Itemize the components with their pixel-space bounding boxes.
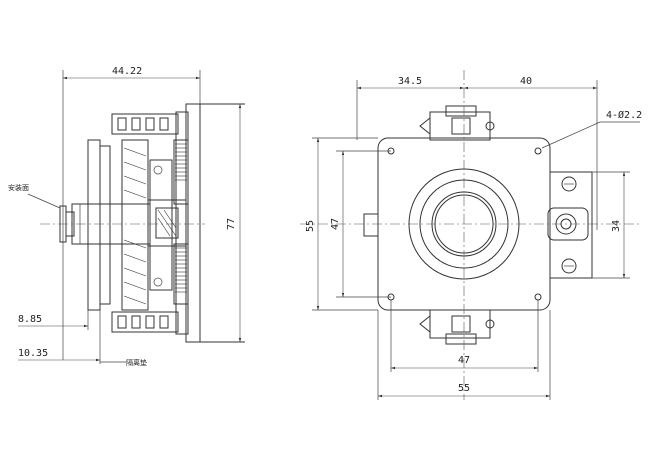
front-dim-bottom-outer: 55 — [458, 383, 470, 394]
front-dim-right-height: 34 — [611, 220, 622, 232]
front-dim-outer-height: 55 — [305, 220, 316, 232]
front-dim-hole: 4-Ø2.2 — [606, 109, 642, 121]
front-dim-bottom-inner: 47 — [458, 355, 470, 366]
side-dim-small-2: 10.35 — [18, 348, 48, 359]
front-dim-right-width: 40 — [520, 76, 532, 87]
front-dim-inner-height: 47 — [330, 218, 341, 230]
top-connector — [419, 105, 495, 141]
side-label-spacer: 隔离垫 — [126, 358, 147, 367]
front-dim-left-width: 34.5 — [398, 76, 422, 87]
side-label-mount: 安装面 — [8, 183, 29, 192]
front-view: 34.5 40 4-Ø2.2 55 47 — [300, 70, 642, 400]
right-connector — [547, 171, 593, 279]
side-dim-small-1: 8.85 — [18, 314, 42, 325]
side-dim-width: 44.22 — [112, 66, 142, 77]
side-dim-height: 77 — [226, 218, 237, 230]
bottom-connector — [419, 309, 495, 345]
side-view: 44.22 77 — [8, 66, 245, 367]
